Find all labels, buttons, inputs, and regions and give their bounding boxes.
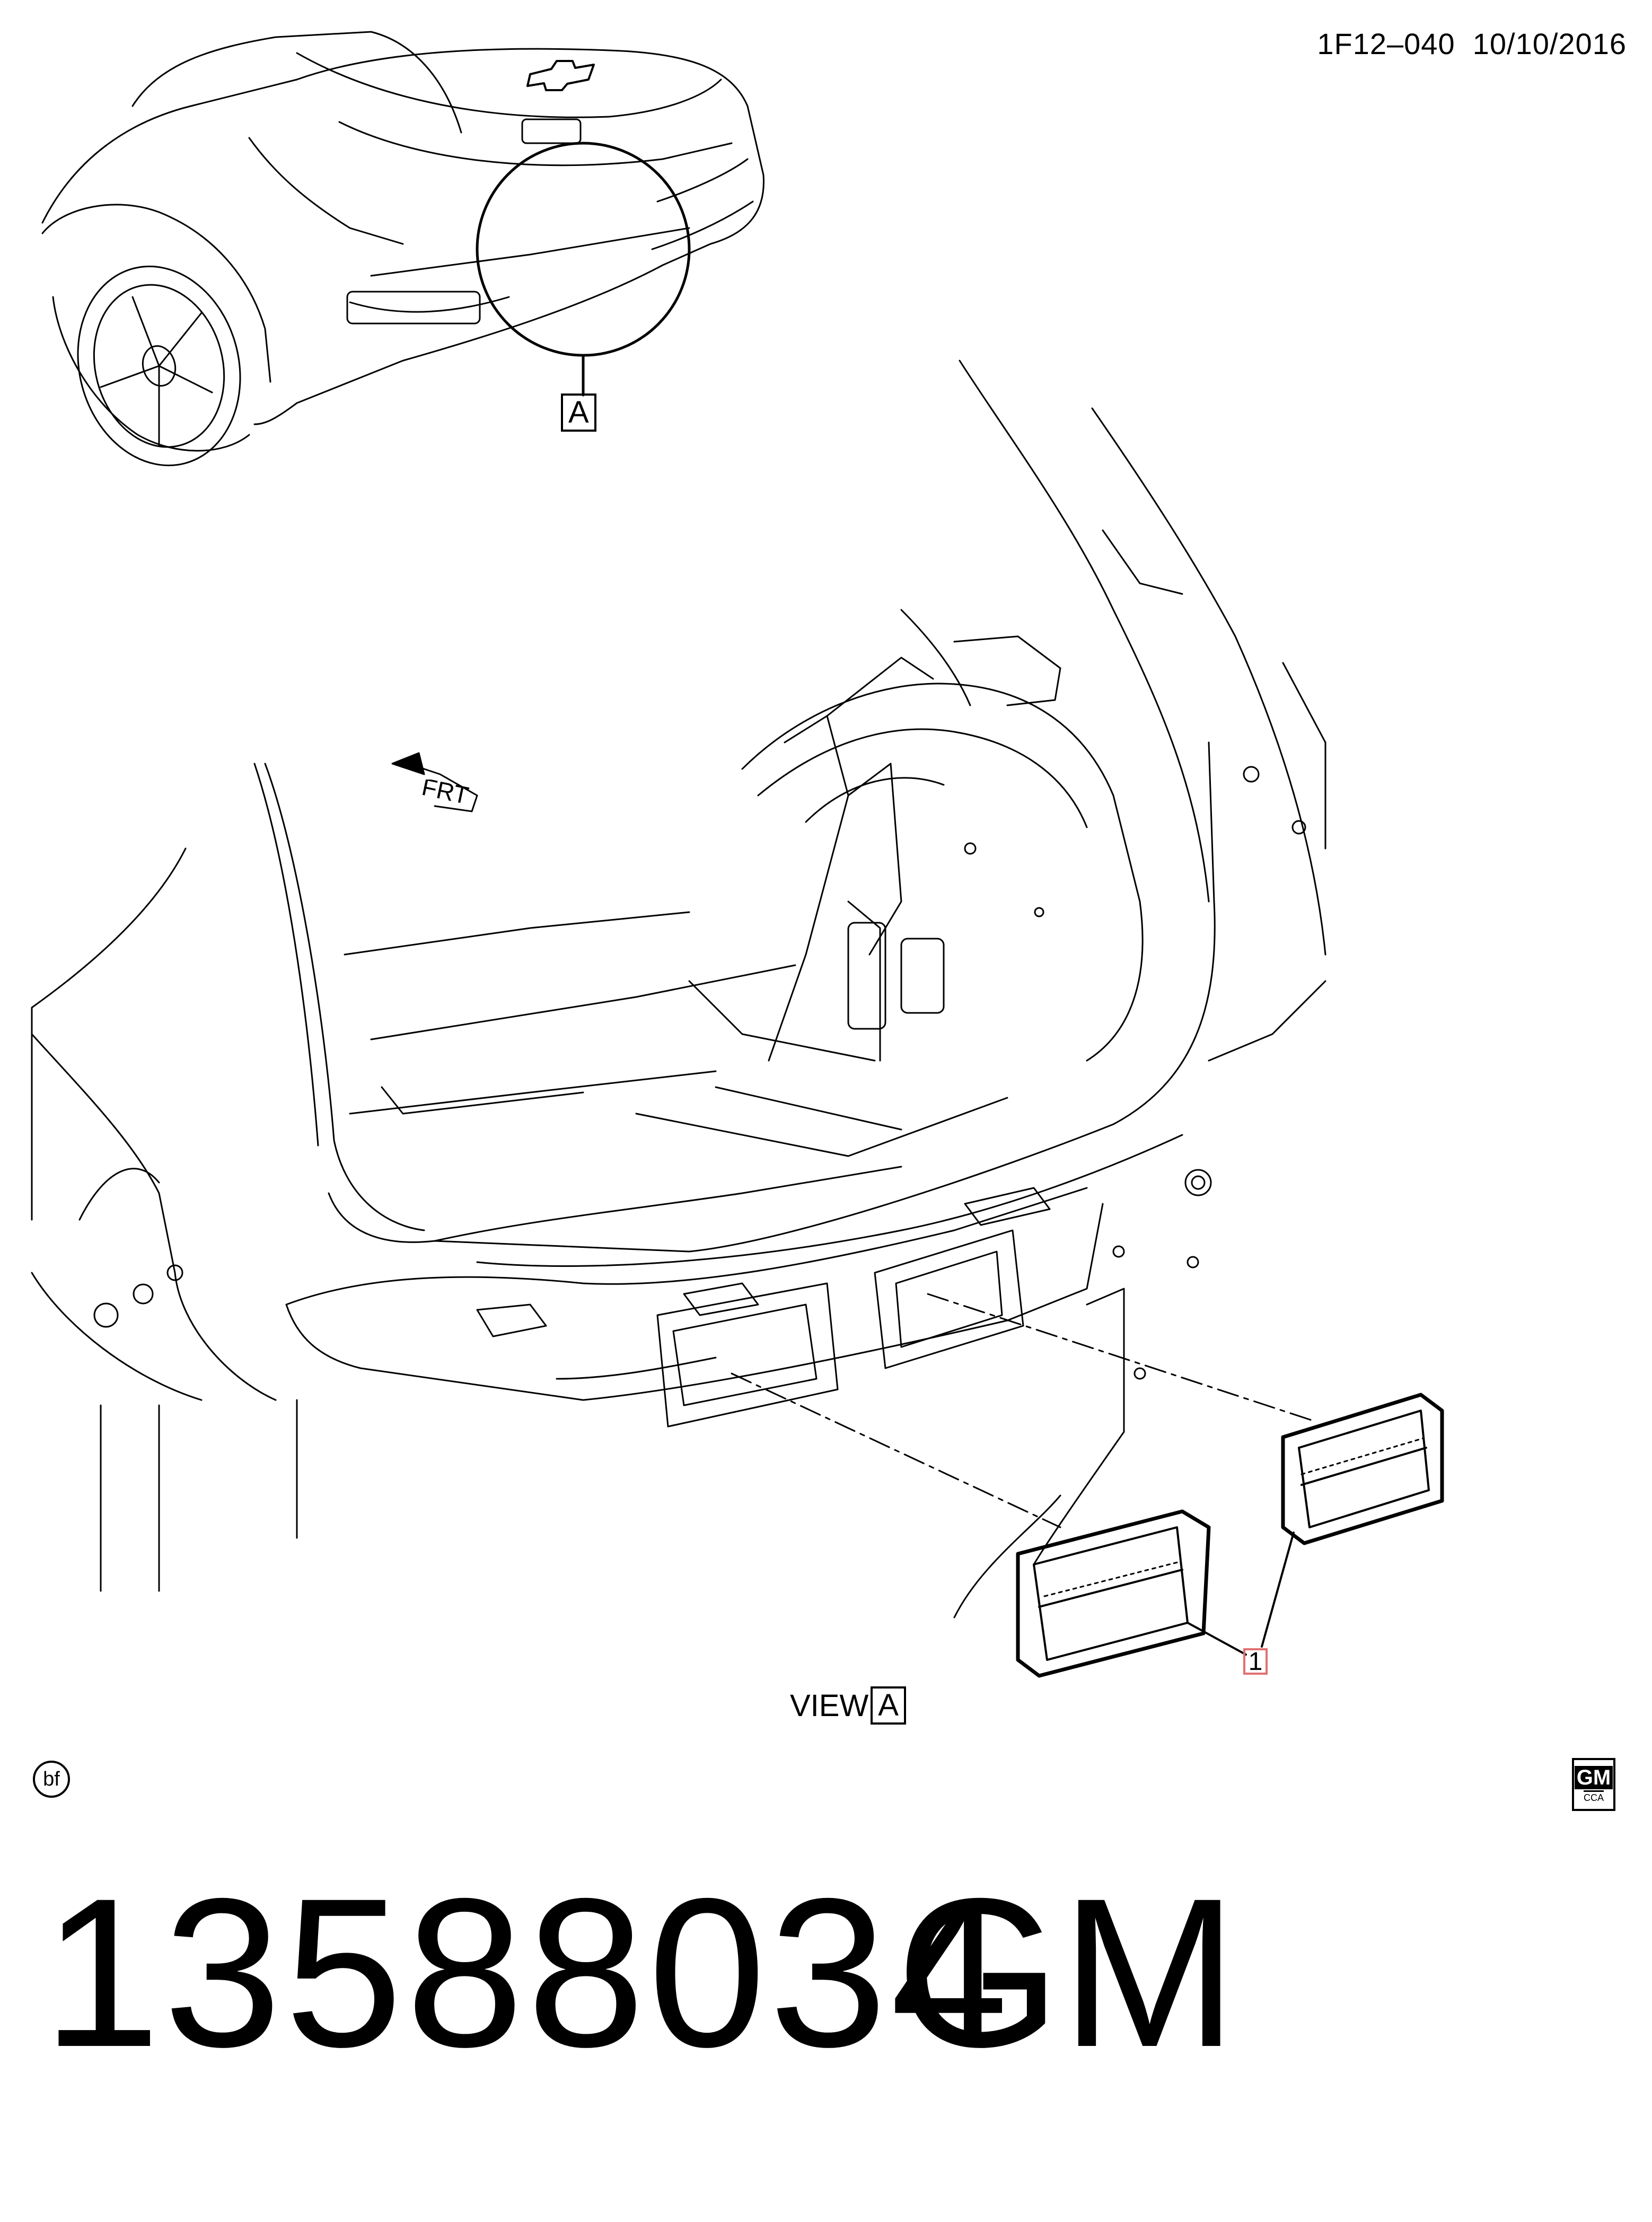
rear-body-structure <box>31 360 1326 1619</box>
view-letter-box: A <box>871 1686 906 1725</box>
part-1-left <box>1016 1509 1211 1678</box>
bf-symbol: bf <box>33 1761 70 1798</box>
explode-lines <box>731 1293 1316 1528</box>
part-callout-1: 1 <box>1243 1648 1268 1676</box>
cca-logo-text: CCA <box>1583 1790 1604 1804</box>
detail-callout-a: A <box>561 393 596 432</box>
gm-logo-text: GM <box>1574 1765 1613 1789</box>
part-number: 13588034 <box>42 1854 1012 2091</box>
document-code: 1F12–040 <box>1317 27 1455 60</box>
vehicle-overview <box>41 31 765 467</box>
document-date: 10/10/2016 <box>1472 27 1627 60</box>
gm-logo-badge: GM CCA <box>1572 1758 1615 1811</box>
brand-name: GM <box>896 1854 1238 2091</box>
part-1-right <box>1281 1393 1444 1545</box>
view-prefix: VIEW <box>790 1688 869 1723</box>
front-direction-label: FRT <box>421 780 471 810</box>
exploded-view-drawing: A <box>31 31 1444 1678</box>
view-label: VIEW A <box>790 1686 906 1725</box>
document-id: 1F12–040 10/10/2016 <box>1317 27 1627 61</box>
